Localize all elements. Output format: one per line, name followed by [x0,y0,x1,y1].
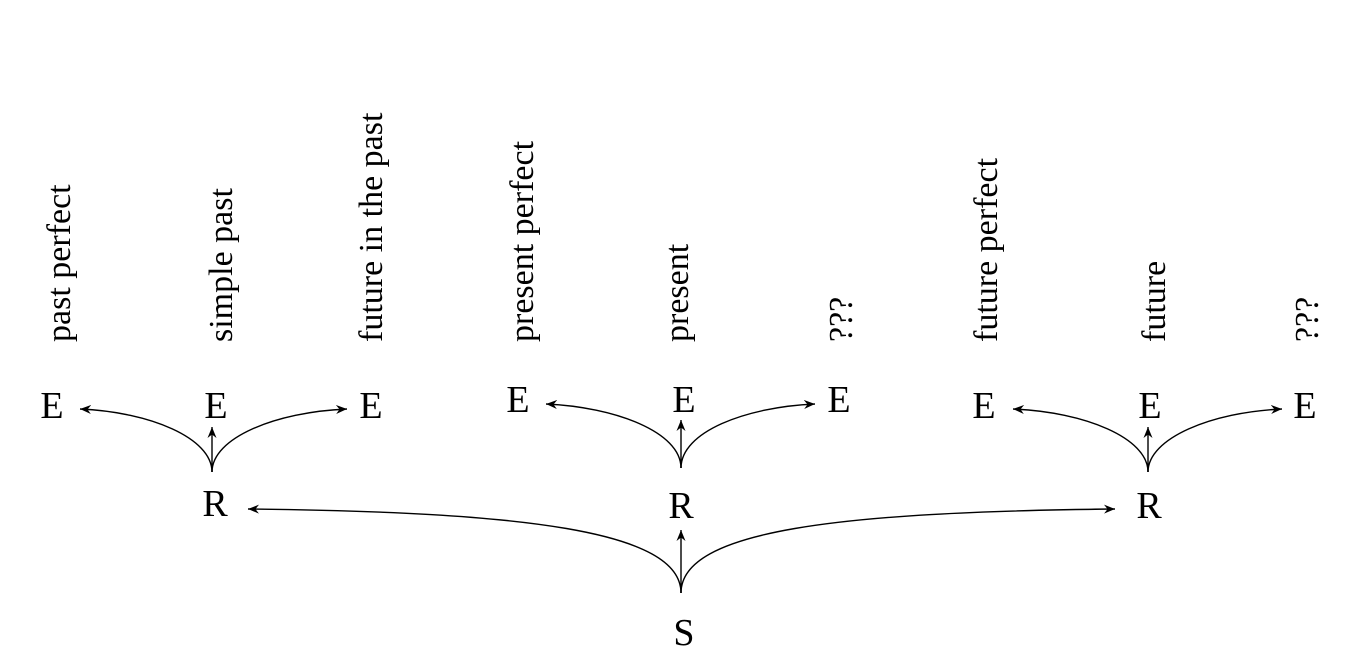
tense-labels: past perfect simple past future in the p… [41,112,1326,342]
label-future: future [1136,261,1173,342]
arrow-s-to-r-future [680,504,1116,594]
node-e-present-perfect: E [506,379,529,421]
arrow-s-to-r-past [247,504,682,594]
label-future-in-the-past: future in the past [353,112,390,342]
node-e-future-future: E [1293,385,1316,427]
label-unknown-future-future: ??? [1289,297,1326,342]
label-past-perfect: past perfect [41,184,78,342]
arrow-r-to-e-future-future [1147,404,1283,473]
label-simple-past: simple past [203,188,240,342]
edges-future-group [1012,404,1283,473]
label-future-perfect: future perfect [968,157,1005,342]
node-r-past: R [202,483,228,525]
arrow-r-to-e-future-in-the-past [211,404,348,473]
node-r-future: R [1136,485,1162,527]
node-e-simple-past: E [204,385,227,427]
edges-present-group [545,399,816,469]
label-present-perfect: present perfect [504,140,541,342]
arrow-r-to-e-past-perfect [79,404,213,473]
reference-nodes: R R R [202,483,1162,527]
node-e-present: E [672,379,695,421]
arrow-r-to-e-future-perfect [1012,404,1149,473]
edges-past-group [79,404,348,473]
label-unknown-present-future: ??? [823,297,860,342]
node-e-future-perfect: E [972,385,995,427]
node-e-future: E [1138,385,1161,427]
arrow-r-to-e-present-future [680,399,816,469]
node-r-present: R [668,485,694,527]
event-nodes: E E E E E E E E E [40,379,1316,427]
arrow-r-to-e-present-perfect [545,399,682,469]
label-present: present [659,243,696,342]
node-s-speech: S [673,612,694,654]
edges-speech-to-reference [247,504,1116,594]
node-e-future-in-the-past: E [359,385,382,427]
node-e-present-future: E [827,379,850,421]
node-e-past-perfect: E [40,385,63,427]
